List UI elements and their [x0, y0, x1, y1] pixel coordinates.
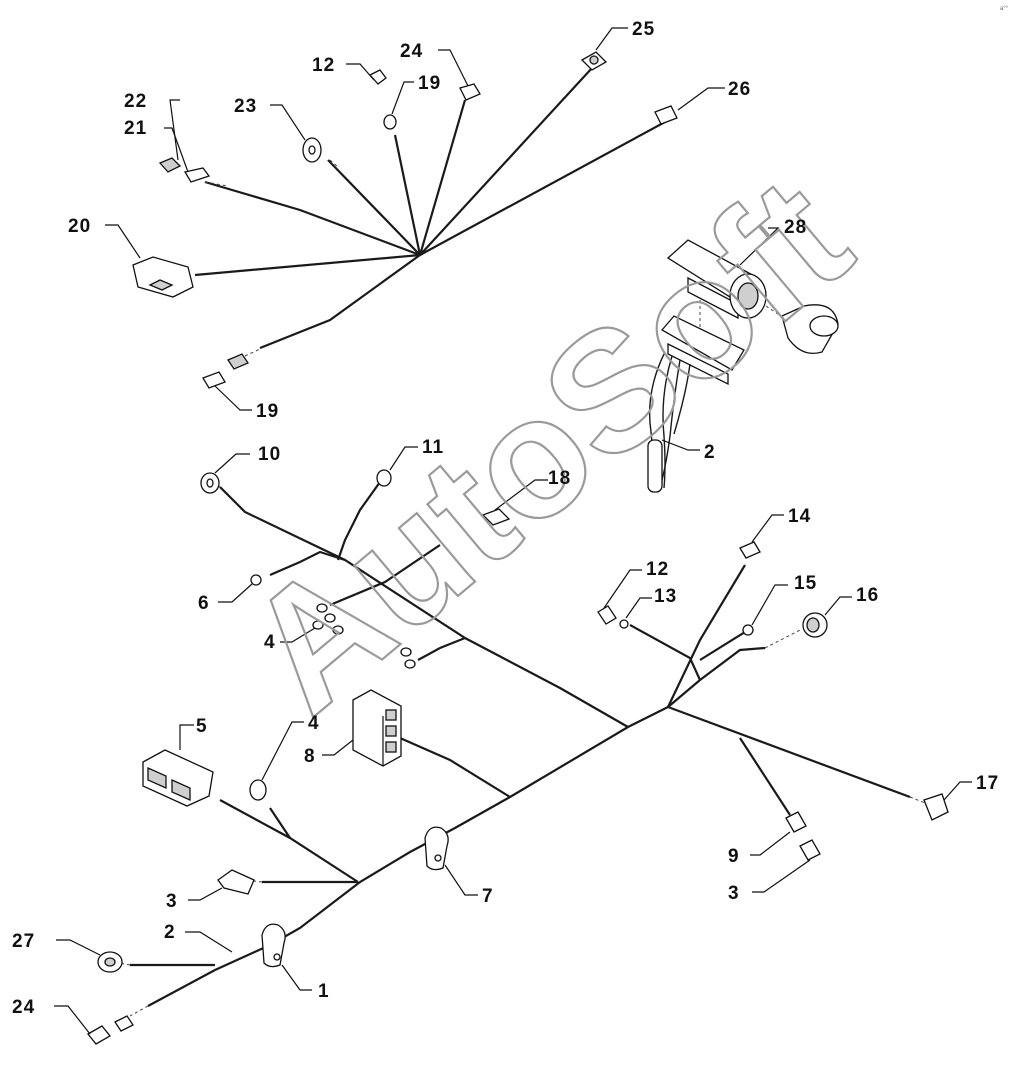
- part-2-bundle: [647, 351, 700, 493]
- label-27: 27: [12, 931, 35, 952]
- part-3-left-connector: [188, 869, 255, 901]
- label-26: 26: [728, 79, 751, 100]
- label-3-left: 3: [166, 891, 178, 912]
- part-10-ring: [200, 453, 250, 494]
- label-10: 10: [258, 444, 281, 465]
- callout-labels: 22 21 23 12 19 24 25 26 20 28 19 2 10 11…: [12, 19, 999, 1018]
- part-18-connector: [481, 479, 548, 526]
- label-7: 7: [482, 886, 494, 907]
- label-2-lower: 2: [164, 922, 176, 943]
- label-28: 28: [784, 217, 807, 238]
- label-17: 17: [976, 773, 999, 794]
- part-17-connector: [923, 781, 972, 821]
- part-16-connector: [802, 596, 852, 638]
- part-9-connector: [750, 811, 807, 856]
- part-20-connector: [105, 224, 194, 298]
- label-9: 9: [728, 846, 740, 867]
- watermark: AutoSoft: [212, 142, 884, 749]
- label-12-top: 12: [312, 55, 335, 76]
- label-14: 14: [788, 506, 811, 527]
- part-24-top: [438, 49, 481, 101]
- label-20: 20: [68, 216, 91, 237]
- part-12-13-right: [597, 569, 652, 629]
- part-6-terminal: [218, 574, 262, 603]
- main-harness: [117, 475, 931, 1017]
- label-4-upper: 4: [264, 632, 276, 653]
- label-13: 13: [654, 586, 677, 607]
- part-12-19-top: [346, 63, 414, 130]
- part-8-block: [322, 689, 402, 767]
- label-24-top: 24: [400, 41, 423, 62]
- part-11-ring: [376, 446, 418, 487]
- part-15-ring: [742, 584, 788, 636]
- label-12-right: 12: [646, 559, 669, 580]
- part-26-connector: [654, 87, 725, 125]
- label-6: 6: [198, 593, 210, 614]
- label-15: 15: [794, 573, 817, 594]
- label-2-top: 2: [704, 442, 716, 463]
- upper-harness: [194, 67, 666, 350]
- label-24-bottom: 24: [12, 997, 35, 1018]
- part-24-lower-connector: [54, 1005, 134, 1045]
- part-25-connector: [580, 27, 628, 71]
- part-1-clamp: [261, 923, 312, 991]
- part-3-right-connector: [752, 839, 821, 893]
- corner-mark: a°°: [1000, 6, 1009, 12]
- label-25: 25: [632, 19, 655, 40]
- part-2-lower-leader: [185, 931, 233, 953]
- label-19-bottom: 19: [256, 401, 279, 422]
- part-27-grommet: [56, 939, 123, 973]
- label-18: 18: [548, 468, 571, 489]
- label-21: 21: [124, 118, 147, 139]
- label-4-lower: 4: [308, 713, 320, 734]
- label-8: 8: [304, 746, 316, 767]
- part-7-clamp: [424, 826, 478, 896]
- connector-21-22: [158, 99, 211, 183]
- part-5-connector: [142, 724, 214, 807]
- label-22: 22: [124, 91, 147, 112]
- label-11: 11: [422, 437, 444, 458]
- part-23-ring-terminal: [270, 104, 322, 163]
- part-4-lower-ring: [249, 721, 304, 801]
- label-5: 5: [196, 716, 208, 737]
- label-19-top: 19: [418, 73, 441, 94]
- part-14-connector: [739, 514, 784, 559]
- part-19-bottom-connector: [202, 347, 263, 411]
- label-1: 1: [318, 981, 330, 1002]
- part-28-assembly: [660, 227, 839, 386]
- label-3-right: 3: [728, 883, 740, 904]
- label-23: 23: [234, 96, 257, 117]
- label-16: 16: [856, 585, 879, 606]
- part-4-ring-cluster: [280, 603, 416, 669]
